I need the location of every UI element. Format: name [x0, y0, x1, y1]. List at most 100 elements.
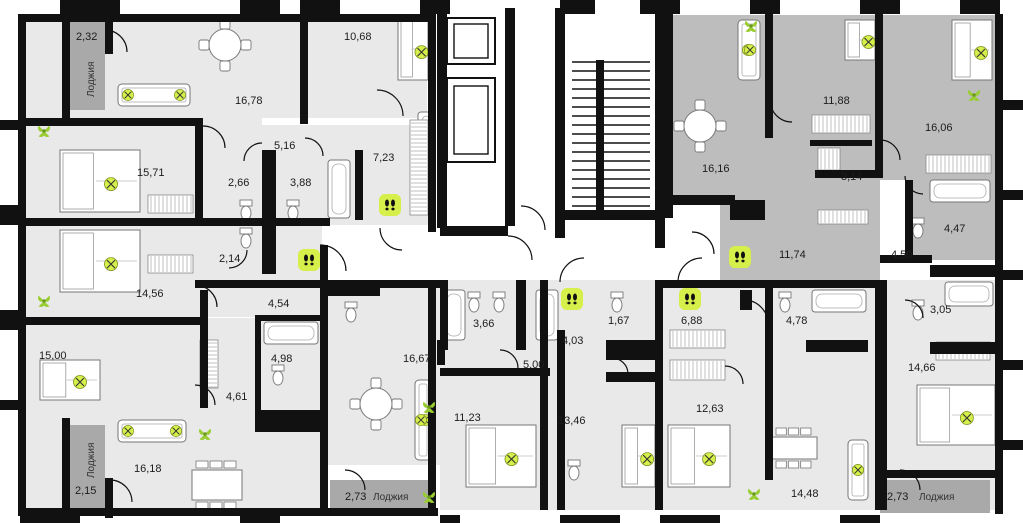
dining-table-icon [191, 460, 243, 510]
bathtub-icon [811, 289, 867, 313]
radiator [811, 114, 871, 134]
door-swing [376, 89, 404, 117]
room-area: 11,74 [779, 249, 806, 261]
dining-table-icon [198, 18, 252, 72]
room-area: 5,16 [274, 140, 295, 152]
door-swing [344, 469, 366, 491]
room-labels: 2,32 16,78 10,68 15,71 5,16 2,66 3,88 7,… [39, 31, 965, 503]
door-swing [194, 284, 218, 308]
toilet-icon [492, 291, 506, 313]
door-swing [724, 365, 744, 385]
dining-table-icon [673, 99, 727, 153]
room-area: 2,15 [75, 485, 96, 497]
radiator [669, 359, 726, 381]
loggia-floor [330, 480, 435, 513]
bathtub-icon [327, 159, 351, 219]
door-swing [904, 299, 924, 319]
door-swing [379, 227, 403, 251]
toilet-icon [911, 217, 925, 239]
doors [104, 29, 924, 503]
sofa-icon [117, 419, 187, 443]
radiator [669, 329, 726, 349]
door-swing [677, 257, 703, 283]
footprints-icon [298, 249, 320, 271]
radiator [147, 254, 194, 274]
bed-icon [59, 149, 141, 213]
door-swing [899, 469, 921, 491]
room-area: 15,00 [39, 350, 67, 362]
footprints-icon [379, 194, 401, 216]
radiator [147, 194, 194, 214]
room-area: 3,05 [930, 304, 951, 316]
room-area: 4,98 [271, 353, 292, 365]
sofa-icon [737, 19, 761, 81]
door-swing [879, 139, 901, 161]
elevator-icon [446, 77, 496, 163]
toilet-icon [344, 301, 358, 323]
toilet-icon [567, 459, 581, 481]
bathtub-icon [944, 281, 994, 307]
room-area: 4,47 [944, 223, 965, 235]
room-area: 16,16 [702, 163, 730, 175]
sofa-icon [117, 83, 191, 107]
bed-icon [59, 229, 141, 293]
room-area: 4,50 [891, 249, 912, 261]
bed-icon [951, 19, 993, 81]
door-swing [611, 357, 629, 375]
loggia-label: Лоджия [373, 492, 408, 503]
door-swing [743, 299, 769, 325]
toilet-icon [911, 299, 925, 321]
room-area: 6,88 [681, 315, 702, 327]
room-area: 2,66 [228, 177, 249, 189]
room-area: 5,00 [523, 359, 544, 371]
bed-icon [465, 424, 537, 488]
toilet-icon [286, 199, 300, 221]
furniture [39, 17, 996, 510]
elevator-icon [446, 17, 496, 65]
room-area: 11,88 [823, 95, 850, 107]
room-area: 7,23 [373, 152, 394, 164]
door-swing [243, 142, 263, 162]
room-area: 14,66 [908, 362, 936, 374]
door-swing [520, 205, 546, 231]
room-area: 1,67 [608, 315, 629, 327]
room-area: 4,61 [226, 391, 247, 403]
room-area: 4,03 [562, 335, 583, 347]
toilet-icon [467, 291, 481, 313]
room-area: 2,14 [219, 253, 240, 265]
toilet-icon [778, 291, 792, 313]
room-area: 14,48 [791, 488, 819, 500]
radiator [817, 209, 869, 225]
radiator [409, 119, 429, 216]
bathtub-icon [929, 179, 991, 203]
door-swing [304, 137, 324, 157]
room-area: 4,78 [786, 315, 807, 327]
loggia-label: Лоджия [919, 492, 954, 503]
radiator [817, 147, 841, 171]
room-area: 16,67 [403, 353, 431, 365]
bed-icon [39, 359, 101, 401]
room-area: 11,23 [454, 412, 481, 424]
radiator [925, 154, 992, 174]
door-swing [194, 384, 216, 406]
dining-table-icon [771, 427, 818, 469]
door-swing [691, 231, 715, 255]
room-area: 16,78 [235, 95, 263, 107]
sofa-icon [847, 439, 869, 501]
footprints-icon [729, 246, 751, 268]
door-swing [507, 235, 533, 261]
stairs-icon [567, 52, 655, 218]
dining-table-icon [349, 377, 403, 431]
room-area: 4,54 [268, 298, 289, 310]
toilet-icon [239, 199, 253, 221]
bed-icon [397, 17, 429, 81]
room-area: 2,73 [345, 491, 366, 503]
bed-icon [916, 384, 996, 446]
room-area: 3,66 [473, 318, 494, 330]
loggia-floor [70, 425, 105, 515]
bed-icon [667, 424, 731, 488]
door-swing [104, 29, 128, 53]
bathtub-icon [263, 321, 319, 345]
